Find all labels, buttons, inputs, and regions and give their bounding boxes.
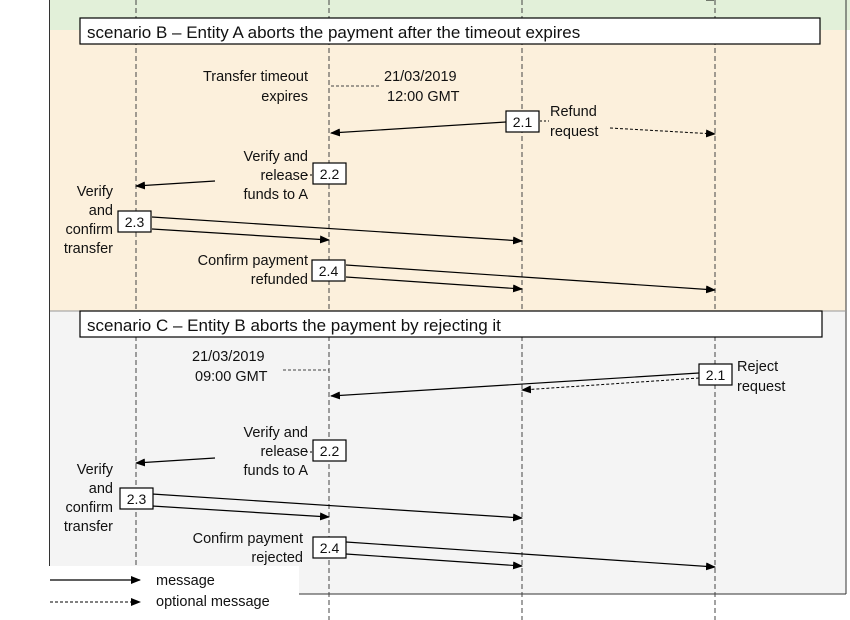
legend-message-label: message bbox=[156, 573, 215, 589]
legend-optional-label: optional message bbox=[156, 594, 270, 610]
step-b-2-4-box bbox=[311, 259, 346, 282]
rejected-arrow-2 bbox=[345, 553, 523, 570]
scenario-c-time: 09:00 GMT bbox=[195, 369, 268, 385]
refunded-arrow-2 bbox=[345, 276, 523, 293]
step-c-2-4-label-1: Confirm payment bbox=[193, 531, 303, 547]
step-c-2-3-label-2: and bbox=[89, 481, 113, 497]
step-c-2-3-id: 2.3 bbox=[127, 491, 147, 507]
legend-box bbox=[34, 566, 299, 620]
confirm-arrow-2 bbox=[151, 228, 330, 244]
scenario-b-title-box bbox=[79, 17, 821, 45]
step-c-2-3-box bbox=[119, 487, 154, 510]
release-arrow bbox=[135, 180, 216, 190]
timeout-label-1: Transfer timeout bbox=[203, 69, 308, 85]
reject-release-arrow bbox=[135, 457, 216, 467]
scenario-c-title: scenario C – Entity B aborts the payment… bbox=[87, 316, 501, 335]
step-c-2-2-box bbox=[312, 439, 347, 462]
step-c-2-4-label-2: rejected bbox=[251, 550, 303, 566]
step-c-2-1-id: 2.1 bbox=[706, 367, 726, 383]
timeout-label-2: expires bbox=[261, 89, 308, 105]
step-c-2-4-box bbox=[312, 536, 347, 559]
scenario-b-title: scenario B – Entity A aborts the payment… bbox=[87, 23, 580, 42]
step-b-2-3-id: 2.3 bbox=[125, 214, 145, 230]
confirm-arrow-1 bbox=[151, 216, 523, 245]
reject-confirm-arrow-2 bbox=[151, 505, 330, 521]
step-c-2-3-label-3: confirm bbox=[65, 500, 113, 516]
scenario-c-title-box bbox=[79, 310, 823, 338]
step-c-2-3-label-1: Verify bbox=[77, 462, 114, 478]
step-b-2-4-label-1: Confirm payment bbox=[198, 253, 308, 269]
step-b-2-4-label-2: refunded bbox=[251, 272, 308, 288]
step-b-2-2-label-3: funds to A bbox=[244, 187, 309, 203]
step-b-2-3-box bbox=[117, 210, 152, 233]
timeout-time: 12:00 GMT bbox=[387, 89, 460, 105]
step-c-2-2-label-1: Verify and bbox=[244, 425, 309, 441]
step-b-2-3-label-4: transfer bbox=[64, 241, 113, 257]
step-c-2-2-id: 2.2 bbox=[320, 443, 340, 459]
step-b-2-2-id: 2.2 bbox=[320, 166, 340, 182]
scenario-c-date: 21/03/2019 bbox=[192, 349, 265, 365]
reject-confirm-arrow-1 bbox=[151, 493, 523, 522]
step-b-2-2-label-1: Verify and bbox=[244, 149, 309, 165]
step-b-2-2-label-2: release bbox=[260, 168, 308, 184]
reject-arrow bbox=[330, 372, 700, 400]
step-b-2-2-box bbox=[312, 162, 347, 185]
step-c-2-1-label-2: request bbox=[737, 379, 785, 395]
step-c-2-4-id: 2.4 bbox=[320, 540, 340, 556]
refunded-arrow-1 bbox=[345, 264, 716, 294]
step-c-2-1-label-1: Reject bbox=[737, 359, 778, 375]
scenario-c-panel bbox=[50, 311, 846, 594]
refund-optional-arrow bbox=[609, 127, 716, 138]
step-c-2-2-label-2: release bbox=[260, 444, 308, 460]
step-b-2-3-label-3: confirm bbox=[65, 222, 113, 238]
step-b-2-1-label-1: Refund bbox=[550, 104, 597, 120]
step-b-2-1-id: 2.1 bbox=[513, 114, 533, 130]
step-b-2-1-box bbox=[505, 110, 540, 133]
step-c-2-2-label-3: funds to A bbox=[244, 463, 309, 479]
step-c-2-3-label-4: transfer bbox=[64, 519, 113, 535]
reject-optional-arrow bbox=[521, 377, 700, 394]
step-b-2-4-id: 2.4 bbox=[319, 263, 339, 279]
step-b-2-3-label-1: Verify bbox=[77, 184, 114, 200]
refund-arrow bbox=[330, 121, 507, 137]
step-b-2-1-label-2: request bbox=[550, 124, 598, 140]
step-b-2-3-label-2: and bbox=[89, 203, 113, 219]
step-c-2-1-box bbox=[698, 363, 733, 386]
timeout-date: 21/03/2019 bbox=[384, 69, 457, 85]
rejected-arrow-1 bbox=[345, 541, 716, 571]
scenario-b-panel bbox=[50, 30, 846, 311]
